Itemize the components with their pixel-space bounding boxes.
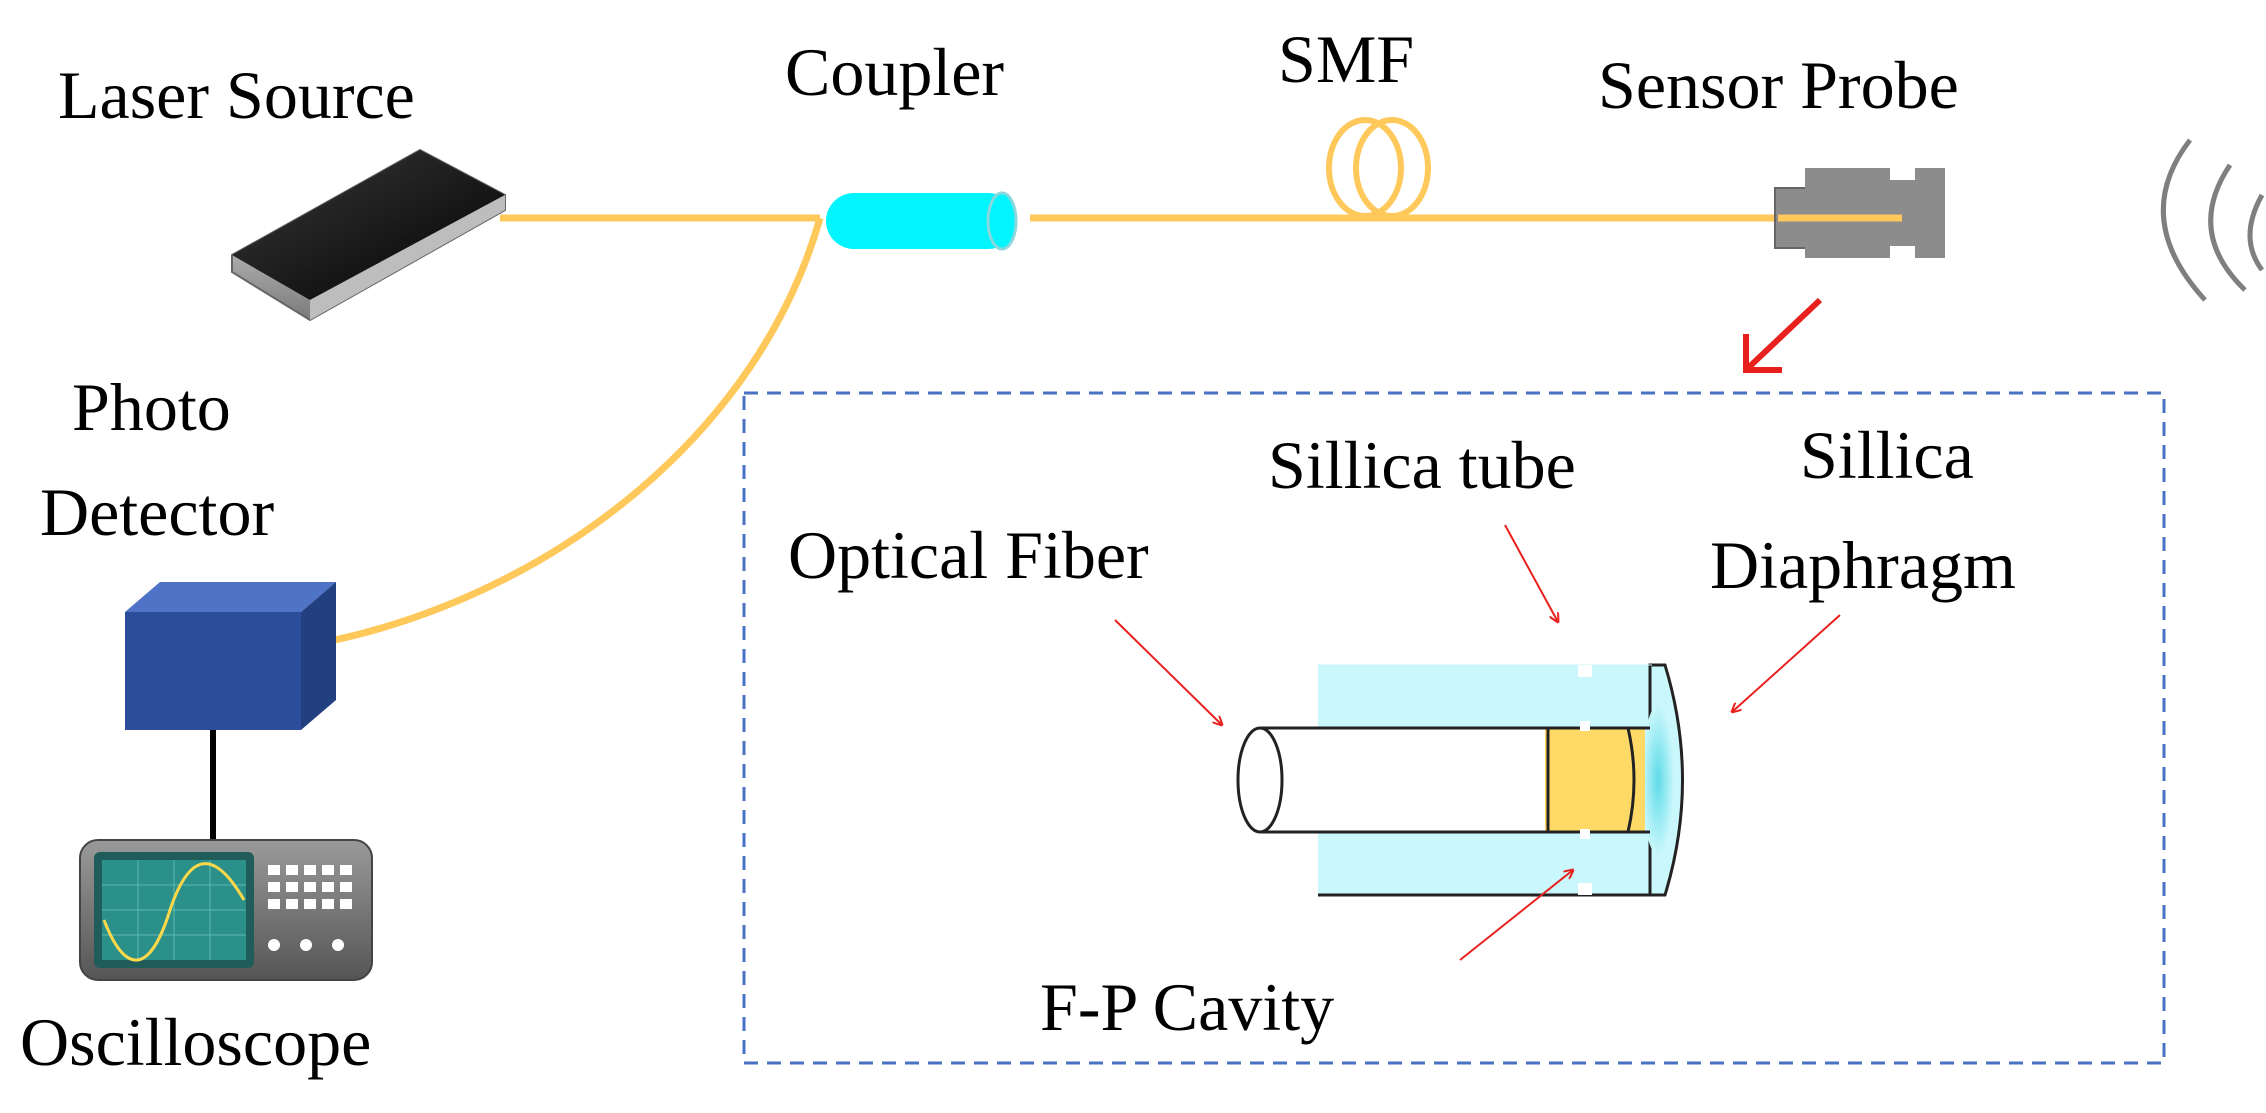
oscilloscope-icon[interactable] (79, 839, 373, 981)
fp-cavity (1545, 728, 1645, 832)
label-detector: Detector (40, 474, 274, 550)
fiber-coil-icon (1326, 117, 1431, 219)
coupler-icon[interactable] (826, 191, 1018, 251)
label-sillica-tube: Sillica tube (1268, 427, 1576, 503)
sensor-head-detail (1236, 663, 1684, 897)
sensor-probe-icon[interactable] (1774, 168, 1945, 258)
photo-detector-icon[interactable] (125, 582, 336, 730)
pointer-optical-fiber (1114, 619, 1222, 725)
label-coupler: Coupler (785, 34, 1004, 110)
laser-source-icon[interactable] (231, 148, 506, 322)
pointer-fp-cavity (1459, 870, 1573, 961)
label-smf: SMF (1278, 21, 1414, 97)
sound-wave-icon (2160, 138, 2265, 302)
label-sillica: Sillica (1800, 417, 1974, 493)
label-diaphragm: Diaphragm (1710, 527, 2016, 603)
zoom-inset-box (742, 391, 2166, 1065)
label-fp-cavity: F-P Cavity (1040, 969, 1334, 1045)
label-laser-source: Laser Source (58, 57, 415, 133)
label-oscilloscope: Oscilloscope (20, 1004, 371, 1080)
fiber-lines (334, 214, 1905, 644)
pointer-arrows (1114, 524, 1841, 961)
zoom-arrow (1743, 297, 1823, 373)
pointer-silica-diaphragm (1732, 614, 1841, 712)
pointer-silica-tube (1504, 524, 1558, 622)
label-photo: Photo (72, 369, 231, 445)
optical-fiber (1236, 726, 1545, 834)
label-sensor-probe: Sensor Probe (1598, 47, 1959, 123)
diaphragm-glow (1642, 705, 1674, 855)
label-optical-fiber: Optical Fiber (788, 517, 1149, 593)
fiber-coupler-to-detector (334, 217, 824, 644)
